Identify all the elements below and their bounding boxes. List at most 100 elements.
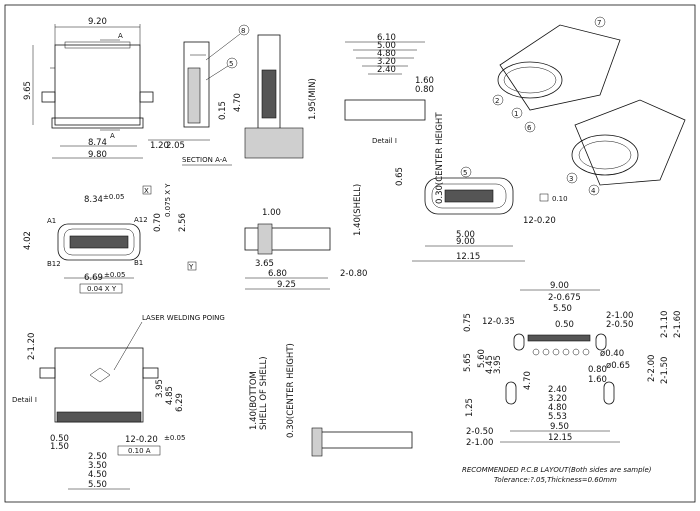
- dim-925: 9.25: [277, 280, 296, 290]
- bv-dim-485: 4.85: [165, 386, 175, 405]
- pcb-dim-040: ø0.40: [600, 349, 624, 359]
- pcb-dim-2050b: 2-0.50: [466, 427, 493, 437]
- dim-2080: 2-0.80: [340, 269, 367, 279]
- detail-1-top: 6.10 5.00 4.80 3.20 2.40 1.60 0.80 Detai…: [344, 33, 434, 145]
- dim-160: 1.60: [415, 76, 434, 86]
- bs-dim-140b: SHELL OF SHELL): [259, 356, 269, 430]
- balloon-5-front: 5: [463, 169, 467, 177]
- dim-900-front: 9.00: [456, 237, 475, 247]
- dim-669-tol: ±0.05: [104, 271, 125, 279]
- dim-965: 9.65: [23, 81, 33, 100]
- flatness-010: 0.10: [552, 195, 568, 203]
- pcb-dim-2050a: 2-0.50: [606, 320, 633, 330]
- bv-detail: Detail I: [12, 396, 37, 404]
- section-mark-a-top: A: [118, 32, 123, 40]
- dim-240: 2.40: [377, 65, 396, 75]
- side-view: 1.00 1.40(SHELL) 0.30(CENTER HEIGHT 3.65…: [244, 112, 445, 290]
- pin-a1: A1: [47, 217, 56, 225]
- pcb-dim-553: 5.53: [548, 412, 567, 422]
- dim-834-tol: ±0.05: [103, 193, 124, 201]
- dim-470: 4.70: [233, 93, 243, 112]
- front-view: 8.34 ±0.05 X 0.075 X Y 0.70 2.56 A1 A12 …: [23, 183, 197, 294]
- pcb-dim-12035: 12-0.35: [482, 317, 515, 327]
- dim-12020: 12-0.20: [523, 216, 556, 226]
- dim-195: 1.95(MIN): [308, 78, 318, 120]
- dim-834: 8.34: [84, 195, 103, 205]
- front-face: 0.65 5 0.10 12-0.20 5.00 9.00 12.15: [395, 166, 568, 262]
- bv-dim-2120: 2-1.20: [27, 333, 37, 360]
- pcb-pads: [532, 348, 590, 356]
- dim-140: 1.40(SHELL): [353, 184, 363, 236]
- section-view: 8 5 0.15 4.70 1.20 2.05 SECTION A-A: [148, 24, 250, 166]
- balloon-8: 8: [241, 27, 245, 35]
- bv-dim-350: 3.50: [88, 461, 107, 471]
- bottom-view: 2-1.20 LASER WELDING POING Detail I 3.95…: [12, 314, 225, 490]
- pcb-dim-560: 5.60: [477, 349, 487, 368]
- section-caption: SECTION A-A: [182, 156, 227, 164]
- pcb-dim-395: 3.95: [493, 355, 503, 374]
- sheet-border: [4, 4, 696, 503]
- gdt-0075: 0.075 X Y: [164, 183, 172, 217]
- pcb-dim-2100a: 2-1.00: [606, 311, 633, 321]
- laser-label: LASER WELDING POING: [142, 314, 225, 322]
- pcb-dim-2160: 2-1.60: [673, 311, 683, 338]
- bv-dim-550: 5.50: [88, 480, 107, 490]
- pcb-dim-20675: 2-0.675: [548, 293, 581, 303]
- pcb-dim-445: 4.45: [485, 355, 495, 374]
- mount-view: 1.95(MIN): [244, 34, 318, 159]
- dim-610: 6.10: [377, 33, 396, 43]
- dim-256: 2.56: [178, 213, 188, 232]
- gdt-004: 0.04 X Y: [87, 285, 117, 293]
- bottom-side: 1.40(BOTTOM SHELL OF SHELL) 0.30(CENTER …: [249, 343, 413, 457]
- dim-500-front: 5.00: [456, 230, 475, 240]
- pcb-dim-050: 0.50: [555, 320, 574, 330]
- bs-dim-030: 0.30(CENTER HEIGHT): [286, 343, 296, 438]
- bs-dim-140: 1.40(BOTTOM: [249, 371, 259, 430]
- dim-980: 9.80: [88, 150, 107, 160]
- bv-dim-395: 3.95: [155, 379, 165, 398]
- pcb-dim-565: 5.65: [463, 353, 473, 372]
- balloon-1: 1: [514, 110, 518, 118]
- pcb-dim-080: 0.80: [588, 365, 607, 375]
- pcb-dim-065: ø0.65: [606, 361, 630, 371]
- pcb-dim-2150: 2-1.50: [660, 357, 670, 384]
- dim-402: 4.02: [23, 231, 33, 250]
- dim-669: 6.69: [84, 273, 103, 283]
- pin-a12: A12: [134, 216, 148, 224]
- pcb-dim-900: 9.00: [550, 281, 569, 291]
- pcb-dim-240: 2.40: [548, 385, 567, 395]
- bv-dim-12020-tol: ±0.05: [164, 434, 185, 442]
- pcb-dim-480: 4.80: [548, 403, 567, 413]
- balloon-5: 5: [229, 60, 233, 68]
- pcb-dim-950: 9.50: [550, 422, 569, 432]
- bv-dim-050: 0.50: [50, 434, 69, 444]
- pcb-caption: RECOMMENDED P.C.B LAYOUT(Both sides are …: [462, 466, 652, 474]
- dim-1215-front: 12.15: [456, 252, 480, 262]
- dim-500: 5.00: [377, 41, 396, 51]
- bv-gdt-010: 0.10 A: [128, 447, 151, 455]
- detail-caption-top: Detail I: [372, 137, 397, 145]
- pcb-dim-2110: 2-1.10: [660, 311, 670, 338]
- balloon-2: 2: [495, 97, 499, 105]
- pcb-dim-550: 5.50: [553, 304, 572, 314]
- dim-030: 0.30(CENTER HEIGHT: [435, 112, 445, 204]
- dim-320: 3.20: [377, 57, 396, 67]
- bv-dim-12020: 12-0.20: [125, 435, 158, 445]
- pcb-dim-1215: 12.15: [548, 433, 572, 443]
- balloon-6: 6: [527, 124, 532, 132]
- balloon-4: 4: [591, 187, 596, 195]
- balloon-7: 7: [597, 19, 601, 27]
- bv-dim-250: 2.50: [88, 452, 107, 462]
- pcb-dim-075: 0.75: [463, 313, 473, 332]
- pcb-tolerance: Tolerance:?.05,Thickness=0.60mm: [494, 476, 617, 484]
- dim-680: 6.80: [268, 269, 287, 279]
- iso-views: 7 2 1 6 3 4: [492, 16, 686, 196]
- pin-b12: B12: [47, 260, 61, 268]
- pcb-dim-160: 1.60: [588, 375, 607, 385]
- dim-080: 0.80: [415, 85, 434, 95]
- dim-365: 3.65: [255, 259, 274, 269]
- bv-dim-150: 1.50: [50, 442, 69, 452]
- pcb-dim-470: 4.70: [523, 371, 533, 390]
